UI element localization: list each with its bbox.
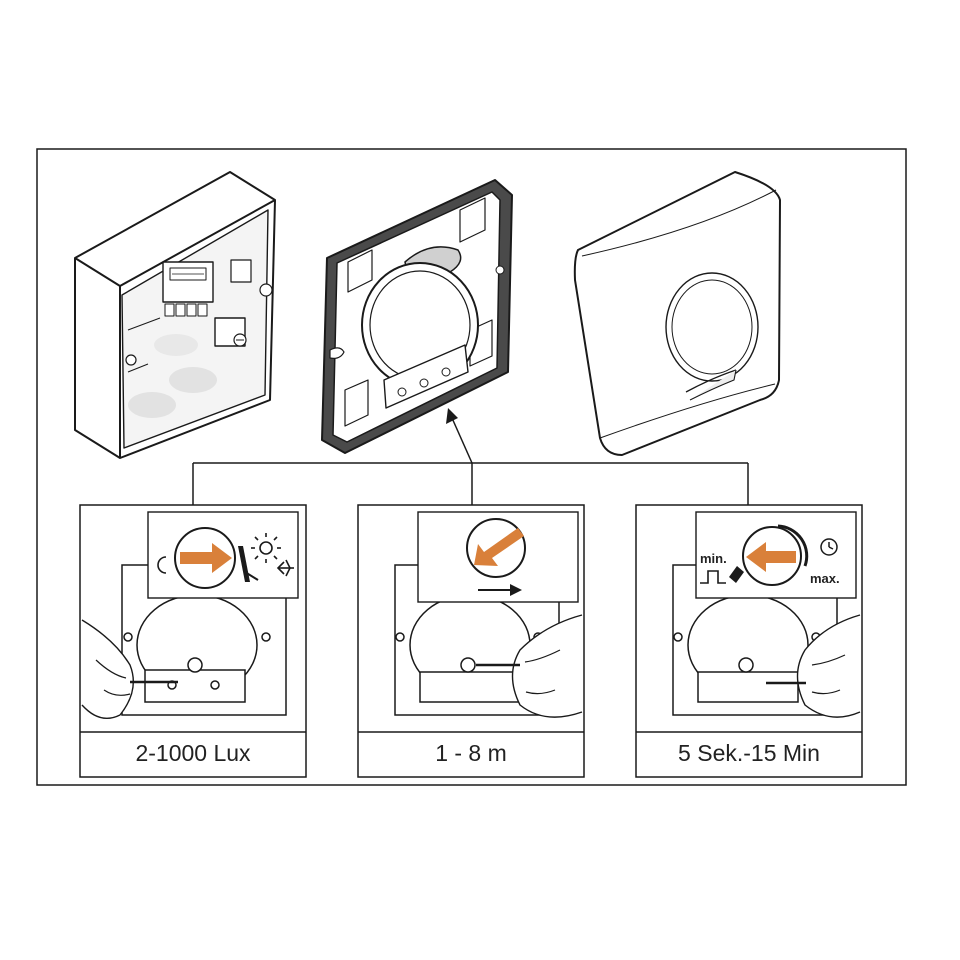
orange-arrow (180, 543, 232, 573)
caption-time-delay: 5 Sek.-15 Min (678, 740, 820, 766)
moon-icon (157, 556, 167, 574)
mounting-box-illustration (74, 171, 276, 459)
orange-arrow (474, 528, 524, 566)
outer-frame (36, 148, 907, 786)
teach-icon (276, 559, 294, 577)
caption-light-sensitivity: 2-1000 Lux (135, 740, 251, 766)
pulse-icon (700, 570, 726, 584)
max-label: max. (810, 571, 840, 586)
orange-arrow (746, 542, 796, 572)
direction-arrow (510, 584, 522, 596)
min-label: min. (700, 551, 727, 566)
sun-icon (251, 533, 281, 563)
sensor-cover-illustration (573, 171, 781, 456)
caption-detection-range: 1 - 8 m (435, 740, 507, 766)
panel-detection-range (357, 504, 585, 778)
sensor-frame-illustration (321, 179, 513, 454)
clock-icon (820, 538, 838, 556)
panel-time-delay: min. max. (635, 504, 863, 778)
pointer-arrowhead (446, 408, 458, 424)
panel-light-sensitivity (79, 504, 307, 778)
connector-lines (192, 417, 749, 505)
